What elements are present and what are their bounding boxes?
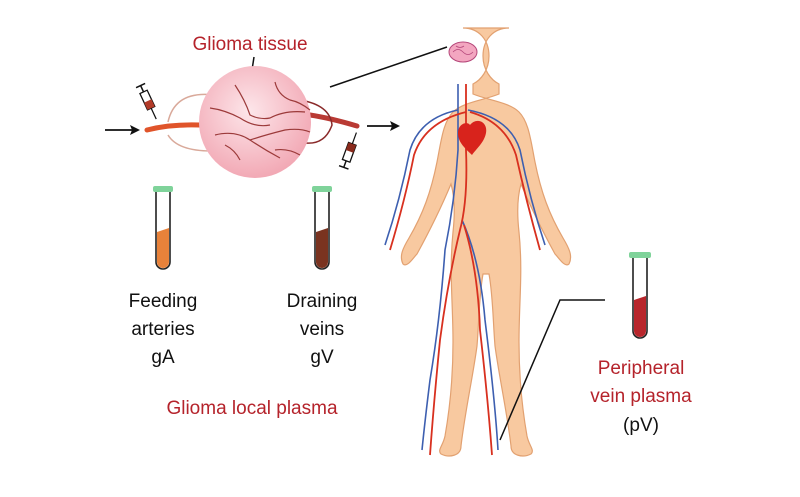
syringe-icon	[338, 132, 357, 170]
draining-code: gV	[310, 347, 334, 368]
feeding-label-line2: arteries	[131, 319, 194, 340]
glioma-tissue-label: Glioma tissue	[192, 34, 307, 55]
inflow-arrow-icon	[105, 125, 140, 135]
feeding-artery	[144, 122, 203, 133]
peripheral-pointer-line	[499, 299, 605, 441]
vein-branches	[299, 99, 333, 144]
peripheral-label-line1: Peripheral	[598, 358, 685, 379]
draining-label-line2: veins	[300, 319, 344, 340]
glioma-local-plasma-label: Glioma local plasma	[166, 398, 337, 419]
tissue-vasculature	[209, 81, 311, 161]
feeding-code: gA	[151, 347, 175, 368]
peripheral-code: (pV)	[623, 415, 659, 436]
draining-label-line1: Draining	[287, 291, 358, 312]
brain-pointer-line	[329, 46, 448, 88]
syringe-icon	[135, 82, 157, 120]
glioma-tissue-sphere	[199, 66, 311, 178]
outflow-arrow-icon	[367, 121, 400, 131]
draining-vein	[307, 112, 360, 129]
feeding-label-line1: Feeding	[129, 291, 198, 312]
draining-vein-tube	[312, 186, 332, 270]
peripheral-label-line2: vein plasma	[590, 386, 692, 407]
feeding-artery-tube	[153, 186, 173, 270]
heart-icon	[458, 120, 487, 155]
human-body-figure	[384, 27, 572, 457]
peripheral-vein-tube	[629, 252, 651, 339]
